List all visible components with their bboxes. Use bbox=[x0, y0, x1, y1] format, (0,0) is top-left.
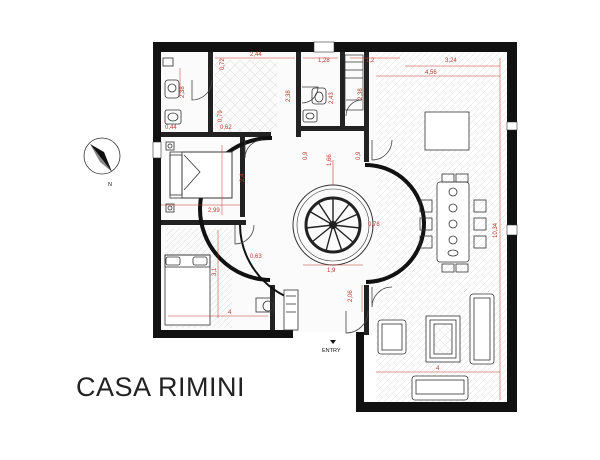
dim-stair-19: 1,9 bbox=[327, 268, 336, 274]
dim-bedroom-w: 2,99 bbox=[208, 208, 220, 214]
dim-top-small-1: 0,72 bbox=[220, 58, 226, 70]
closet bbox=[344, 54, 364, 111]
dim-center-right-h: 2,38 bbox=[358, 88, 364, 100]
dim-door-063: 0,63 bbox=[250, 254, 262, 260]
dim-bath-left-h: 2,38 bbox=[180, 86, 186, 98]
dim-top-center: 1,28 bbox=[318, 58, 330, 64]
dim-stair-078: 0,78 bbox=[368, 222, 380, 228]
dim-top-right: 3,24 bbox=[445, 58, 457, 64]
bathroom-left-fixtures bbox=[162, 57, 182, 125]
second-room-furniture bbox=[164, 254, 299, 331]
dim-hall-166: 1,66 bbox=[327, 154, 333, 166]
dim-living-h: 10,34 bbox=[493, 222, 499, 238]
exterior-walls bbox=[153, 42, 517, 412]
dim-bath-vert: 0,79 bbox=[218, 110, 224, 122]
dim-hall-09-right: 0,9 bbox=[356, 151, 362, 160]
dim-top-small-2: 1,2 bbox=[366, 58, 375, 64]
north-label: N bbox=[108, 182, 112, 188]
dim-top-bath-w: 2,44 bbox=[250, 52, 262, 58]
dim-entry-206: 2,06 bbox=[348, 290, 354, 302]
spiral-staircase bbox=[292, 160, 374, 266]
dim-living-bottom-w: 4 bbox=[436, 366, 440, 372]
entry-label: ENTRY bbox=[322, 348, 341, 354]
dim-living-width: 4,56 bbox=[425, 70, 437, 76]
dimension-labels: 2,44 1,28 1,2 3,24 4,56 0,72 2,38 0,44 0… bbox=[165, 52, 499, 372]
window-marks bbox=[152, 41, 518, 236]
dimension-lines bbox=[161, 57, 501, 400]
dim-hall-09-left: 0,9 bbox=[303, 151, 309, 160]
bathroom-center-fixtures bbox=[302, 87, 327, 123]
entry-marker: ENTRY bbox=[322, 340, 341, 354]
plan-title: CASA RIMINI bbox=[76, 372, 246, 402]
dim-bedroom-h: 2,4 bbox=[240, 173, 246, 182]
living-room-furniture bbox=[377, 111, 495, 401]
dim-wc-center: 2,43 bbox=[329, 92, 335, 104]
north-arrow-icon: N bbox=[83, 137, 121, 188]
dim-room2-h: 3,1 bbox=[212, 267, 218, 276]
dim-closet-h: 2,38 bbox=[286, 90, 292, 102]
dim-bath-small: 0,62 bbox=[220, 125, 232, 131]
door-swings bbox=[191, 79, 393, 334]
dim-room2-w: 4 bbox=[228, 310, 232, 316]
bedroom-furniture bbox=[165, 141, 233, 213]
dim-bath-bottom: 0,44 bbox=[165, 125, 177, 131]
